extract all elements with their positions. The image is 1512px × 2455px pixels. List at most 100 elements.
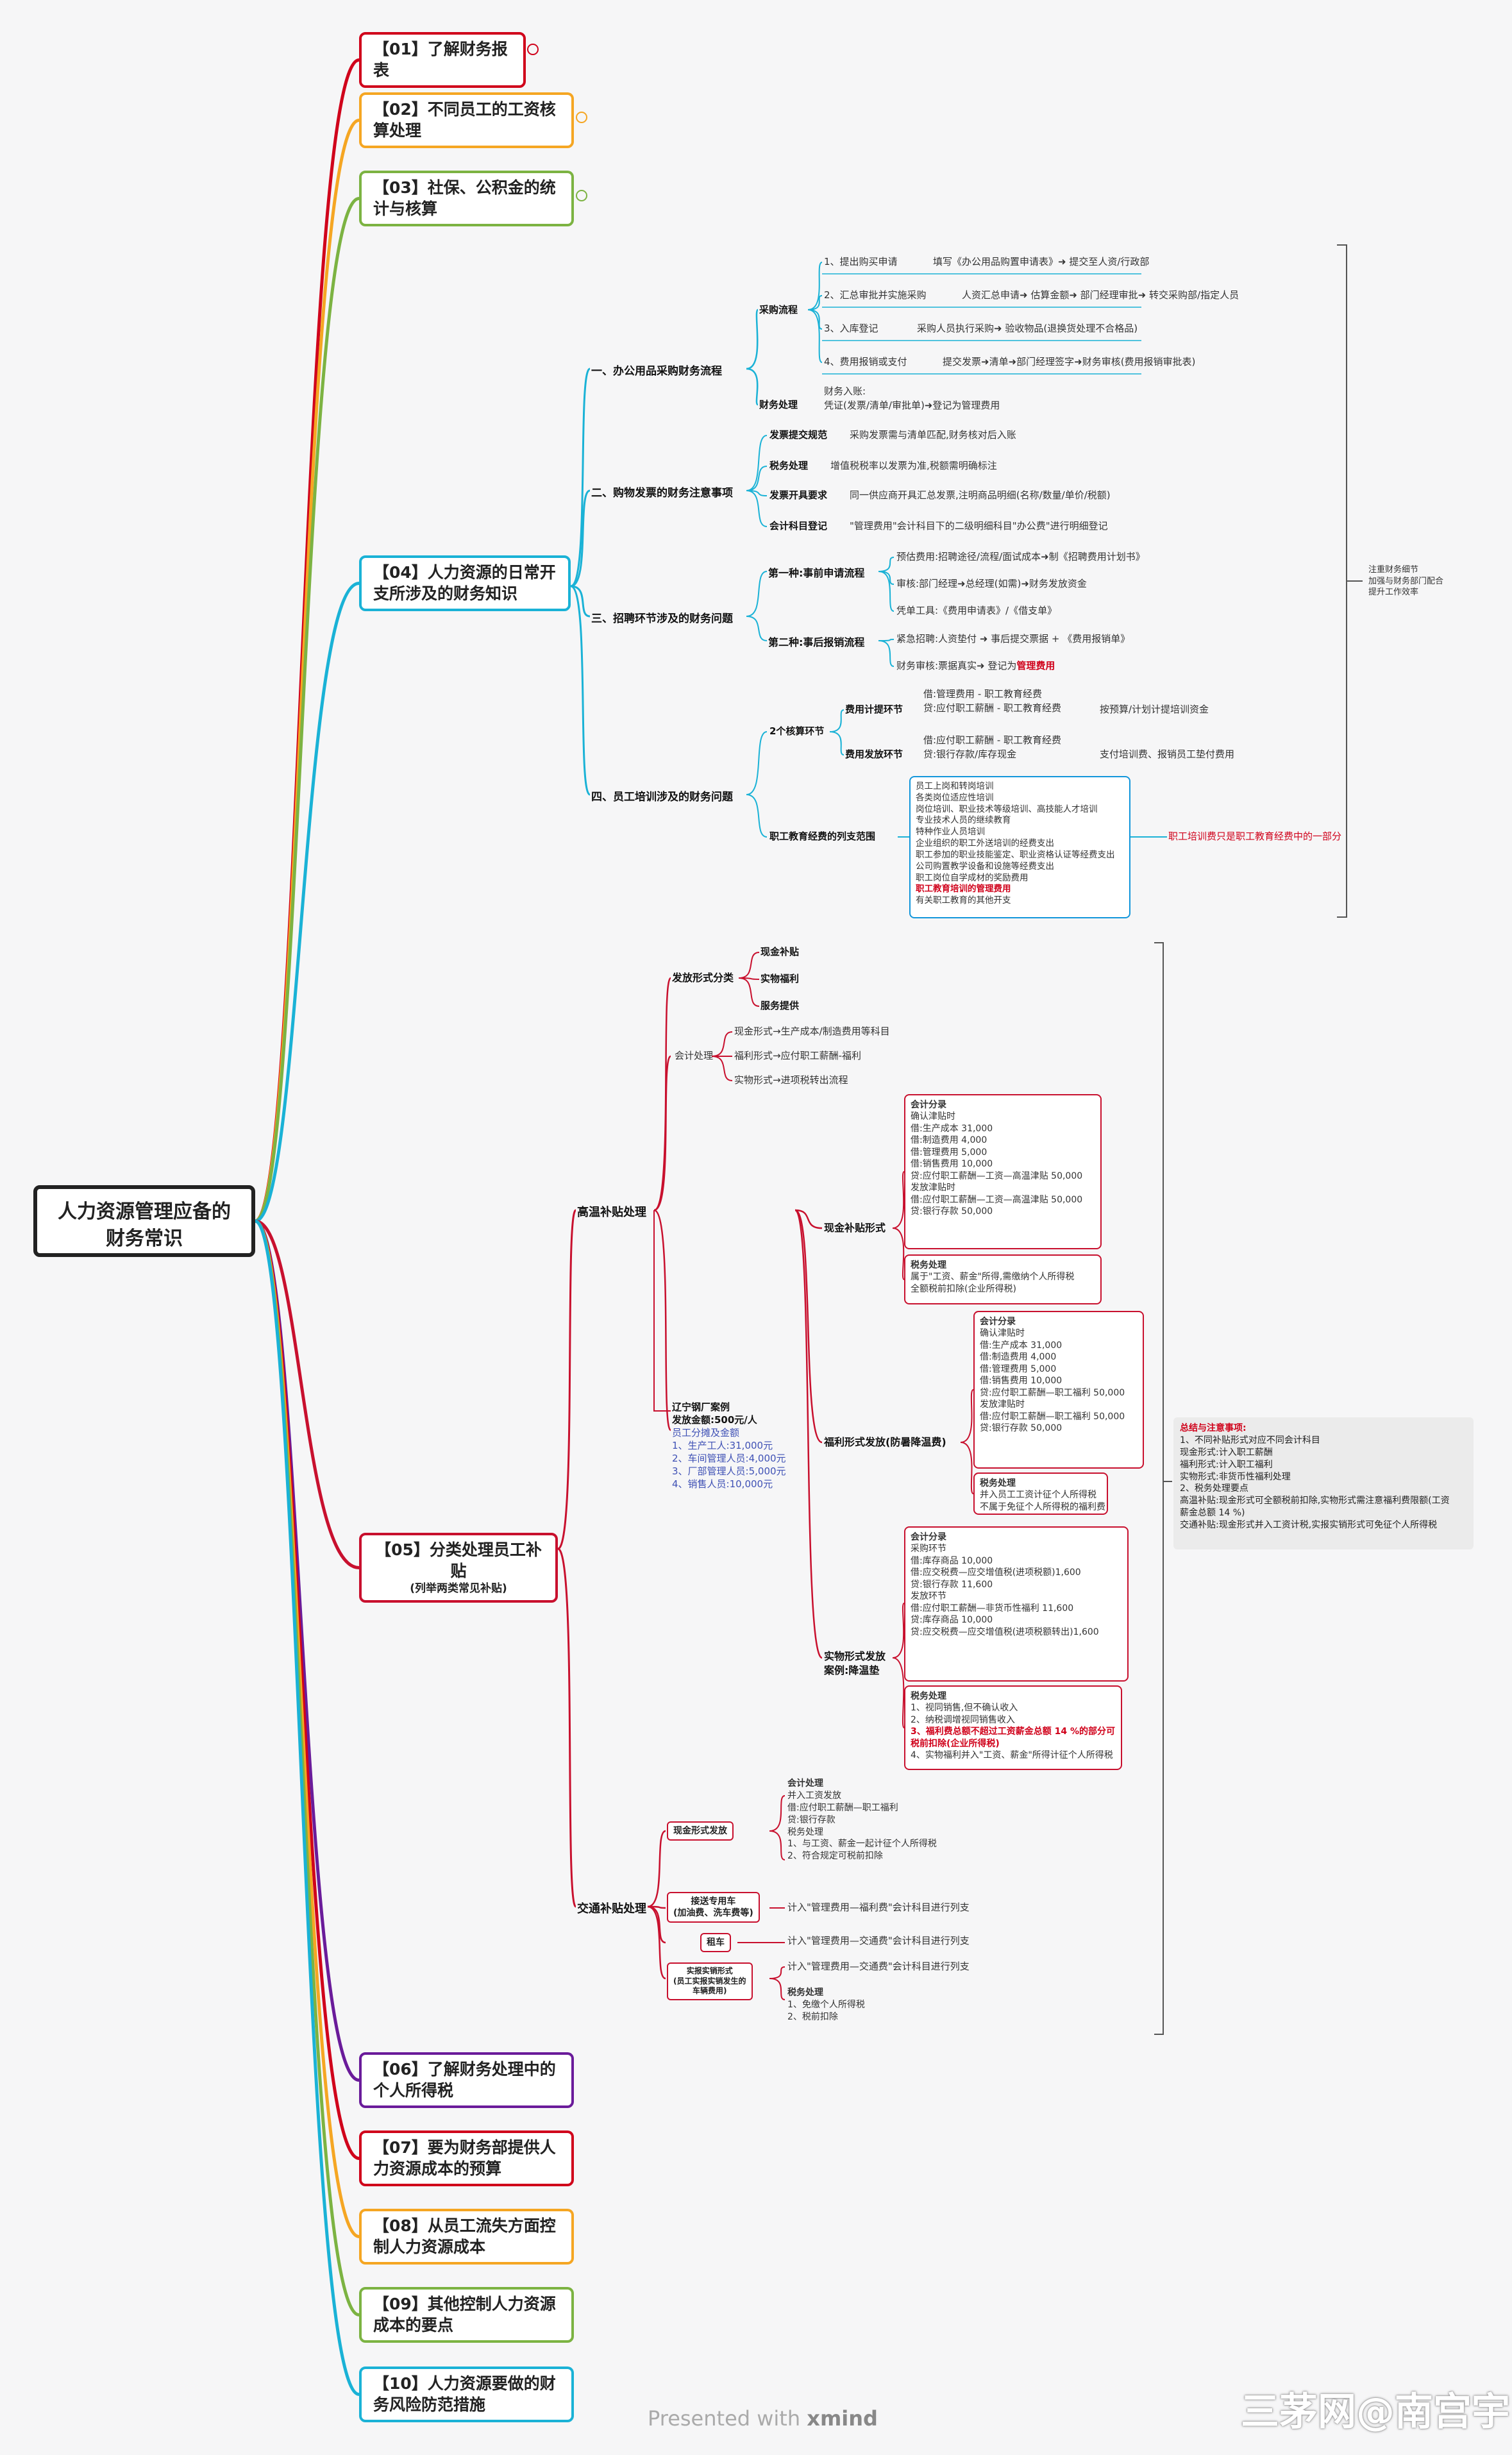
b05-transport-rent[interactable]: 租车: [700, 1933, 731, 1953]
welfare-entry-line-9: 借:应付职工薪酬—职工福利 50,000: [980, 1411, 1125, 1422]
inkind-tax-line-1: 税务处理: [911, 1691, 946, 1701]
welfare-entry-line-2: 确认津贴时: [980, 1328, 1025, 1339]
scope-line-8: 公司购置教学设备和设施等经费支出: [916, 861, 1054, 872]
b04-post-reimburse[interactable]: 第二种:事后报销流程: [768, 636, 865, 648]
branch-02-node[interactable]: 【02】不同员工的工资核算处理: [359, 92, 574, 148]
branch-connector-6: [255, 1219, 360, 2082]
collapse-badge-01[interactable]: [527, 44, 539, 55]
branch-08-node[interactable]: 【08】从员工流失方面控制人力资源成本: [359, 2209, 574, 2265]
b05-transport-reimburse[interactable]: 实报实销形式 (员工实报实销发生的 车辆费用): [667, 1962, 753, 2000]
b04-s4-conn-1: [746, 731, 768, 795]
b04-s2-conn-1: [746, 435, 768, 491]
b04-mgmt-expense-red: 管理费用: [1016, 660, 1055, 671]
b05-transport-shuttle[interactable]: 接送专用车 (加油费、洗车费等): [667, 1892, 760, 1923]
welfare-entry-line-10: 贷:银行存款 50,000: [980, 1423, 1063, 1434]
b05-welfare-form[interactable]: 福利形式发放(防暑降温费): [824, 1436, 946, 1448]
welfare-entry-line-8: 发放津贴时: [980, 1399, 1025, 1410]
b04-conn-4: [570, 585, 591, 796]
branch-connector-7: [255, 1219, 360, 2160]
b05-inkind-form[interactable]: 实物形式发放 案例:降温垫: [824, 1650, 886, 1676]
branch-05-title: 【05】分类处理员工补贴: [375, 1540, 542, 1580]
summary-line-7: 2、税务处理要点: [1180, 1483, 1248, 1494]
b04-step-4-detail: 提交发票➜清单➜部门经理签字➜财务审核(费用报销审批表): [943, 356, 1196, 367]
b04-finance-line-2: 凭证(发票/清单/审批单)➜登记为管理费用: [824, 400, 1000, 411]
b04-side-note: 注重财务细节加强与财务部门配合提升工作效率: [1368, 564, 1443, 598]
b05-case-item-2: 2、车间管理人员:4,000元: [672, 1453, 786, 1464]
branch-05-node[interactable]: 【05】分类处理员工补贴 (列举两类常见补贴): [359, 1533, 558, 1603]
inkind-entry-line-2: 采购环节: [911, 1544, 946, 1555]
b04-pay-line-1: 借:应付职工薪酬 - 职工教育经费: [923, 734, 1062, 746]
inkind-entry-line-3: 借:库存商品 10,000: [911, 1555, 993, 1566]
cash-entry-line-3: 借:生产成本 31,000: [911, 1123, 993, 1134]
inkind-entry-line-5: 贷:银行存款 11,600: [911, 1579, 993, 1590]
b04-step-conn-1: [807, 262, 823, 310]
b05-case-item-4: 4、销售人员:10,000元: [672, 1478, 773, 1490]
inkind-tax-line-2: 1、视同销售,但不确认收入: [911, 1703, 1018, 1714]
b05-transport-cash[interactable]: 现金形式发放: [667, 1821, 734, 1841]
cash-entry-line-9: 借:应付职工薪酬—工资—高温津贴 50,000: [911, 1194, 1083, 1205]
b04-pre-apply[interactable]: 第一种:事前申请流程: [768, 567, 865, 579]
inkind-entry-line-1: 会计分录: [911, 1532, 946, 1542]
b04-pay-line-2: 贷:银行存款/库存现金: [923, 748, 1017, 760]
b05-heat-subsidy[interactable]: 高温补贴处理: [577, 1206, 646, 1219]
welfare-entry-line-3: 借:生产成本 31,000: [980, 1340, 1063, 1351]
b05-conn-2: [557, 1548, 577, 1908]
root-node[interactable]: 人力资源管理应备的财务常识: [33, 1185, 255, 1257]
cash-entry-line-6: 借:销售费用 10,000: [911, 1159, 993, 1170]
b05-form-conn-3: [738, 977, 760, 1007]
cash-entry-line-2: 确认津贴时: [911, 1111, 955, 1122]
summary-line-1: 总结与注意事项:: [1180, 1423, 1247, 1433]
branch-07-node[interactable]: 【07】要为财务部提供人力资源成本的预算: [359, 2130, 574, 2186]
summary-line-4: 福利形式:计入职工福利: [1180, 1459, 1273, 1470]
footer-credit: Presented with xmind: [648, 2406, 878, 2431]
b05-welfare-tax: 税务处理并入员工工资计征个人所得税不属于免征个人所得税的福利费: [973, 1472, 1108, 1515]
b05-form-category[interactable]: 发放形式分类: [672, 972, 734, 984]
b04-finance-handling[interactable]: 财务处理: [759, 399, 798, 410]
b05-transport-subsidy[interactable]: 交通补贴处理: [577, 1902, 646, 1916]
inkind-entry-line-7: 借:应付职工薪酬—非货币性福利 11,600: [911, 1603, 1074, 1614]
branch-04-node[interactable]: 【04】人力资源的日常开支所涉及的财务知识: [359, 555, 571, 611]
summary-line-10: 交通补贴:现金形式并入工资计税,实报实销形式可免征个人所得税: [1180, 1520, 1438, 1531]
b04-section-3[interactable]: 三、招聘环节涉及的财务问题: [591, 612, 733, 625]
branch-connector-10: [254, 1219, 360, 2396]
branch-10-node[interactable]: 【10】人力资源要做的财务风险防范措施: [359, 2366, 574, 2422]
b04-section-4[interactable]: 四、员工培训涉及的财务问题: [591, 791, 733, 804]
branch-03-node[interactable]: 【03】社保、公积金的统计与核算: [359, 171, 574, 226]
b04-s4-conn-2: [746, 794, 768, 838]
branch-09-node[interactable]: 【09】其他控制人力资源成本的要点: [359, 2287, 574, 2343]
welfare-entry-line-5: 借:管理费用 5,000: [980, 1363, 1057, 1374]
scope-line-6: 企业组织的职工外送培训的经费支出: [916, 838, 1054, 849]
b04-s3-conn-1: [746, 571, 768, 617]
inkind-entry-line-4: 借:应交税费—应交增值税(进项税额)1,600: [911, 1567, 1081, 1578]
welfare-tax-line-1: 税务处理: [980, 1478, 1016, 1489]
b04-section-2[interactable]: 二、购物发票的财务注意事项: [591, 487, 733, 500]
b04-step-3: 3、入库登记: [824, 323, 878, 334]
transport-reimb-line-3: 2、税前扣除: [787, 2011, 838, 2022]
branch-01-node[interactable]: 【01】了解财务报表: [359, 32, 526, 88]
scope-line-9: 职工岗位自学成材的奖励费用: [916, 872, 1029, 883]
b05-type-conn-3: [794, 1209, 823, 1659]
b04-section-1[interactable]: 一、办公用品采购财务流程: [591, 365, 722, 378]
b04-two-conn-1: [829, 709, 844, 732]
b04-invoice-key-2: 税务处理: [769, 460, 809, 471]
b04-purchase-flow[interactable]: 采购流程: [759, 304, 798, 316]
b05-trans-conn-3: [647, 1905, 666, 1944]
b04-conn-3: [570, 585, 591, 618]
scope-line-2: 各类岗位适应性培训: [916, 792, 994, 803]
b05-conn-1: [557, 1209, 577, 1550]
collapse-badge-02[interactable]: [576, 112, 587, 123]
branch-06-node[interactable]: 【06】了解财务处理中的个人所得税: [359, 2052, 574, 2108]
transport-cash-line-6: 税务处理: [787, 1826, 823, 1837]
b05-acct-label[interactable]: 会计处理: [675, 1050, 714, 1061]
b05-acct-item-3: 实物形式→进项税转出流程: [734, 1074, 848, 1086]
b05-cash-form[interactable]: 现金补贴形式: [824, 1222, 886, 1234]
b04-step-1-detail: 填写《办公用品购置申请表》➜ 提交至人资/行政部: [933, 256, 1150, 267]
b04-s2-conn-4: [746, 490, 768, 527]
welfare-entry-line-6: 借:销售费用 10,000: [980, 1376, 1063, 1387]
collapse-badge-03[interactable]: [576, 190, 587, 201]
inkind-entry-line-6: 发放环节: [911, 1591, 946, 1602]
b04-scope-note: 职工培训费只是职工教育经费中的一部分: [1168, 831, 1342, 842]
